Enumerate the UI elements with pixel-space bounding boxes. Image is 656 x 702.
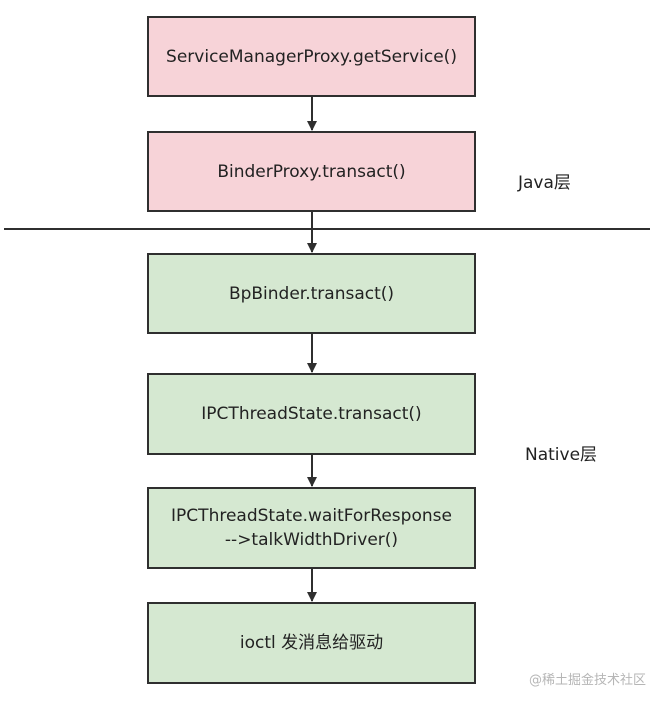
box-label-line-2: -->talkWidthDriver() (224, 530, 399, 550)
box-label: BinderProxy.transact() (217, 161, 406, 182)
native-layer-label: Native层 (525, 445, 598, 465)
box-label: BpBinder.transact() (228, 283, 395, 304)
box-label: ioctl 发消息给驱动 (239, 633, 384, 653)
box-label-line-1: IPCThreadState.waitForResponse (171, 506, 452, 526)
box-service-manager-proxy: ServiceManagerProxy.getService() (147, 16, 476, 97)
box-label: IPCThreadState.transact() (201, 404, 422, 424)
box-ipc-transact: IPCThreadState.transact() (147, 373, 476, 455)
box-label: ServiceManagerProxy.getService() (166, 46, 457, 67)
box-bp-binder: BpBinder.transact() (147, 253, 476, 334)
java-layer-label: Java层 (518, 173, 571, 193)
box-binder-proxy: BinderProxy.transact() (147, 131, 476, 212)
watermark: @稀土掘金技术社区 (528, 673, 646, 688)
box-ipc-wait-for-response: IPCThreadState.waitForResponse -->talkWi… (147, 487, 476, 569)
box-ioctl: ioctl 发消息给驱动 (147, 602, 476, 684)
